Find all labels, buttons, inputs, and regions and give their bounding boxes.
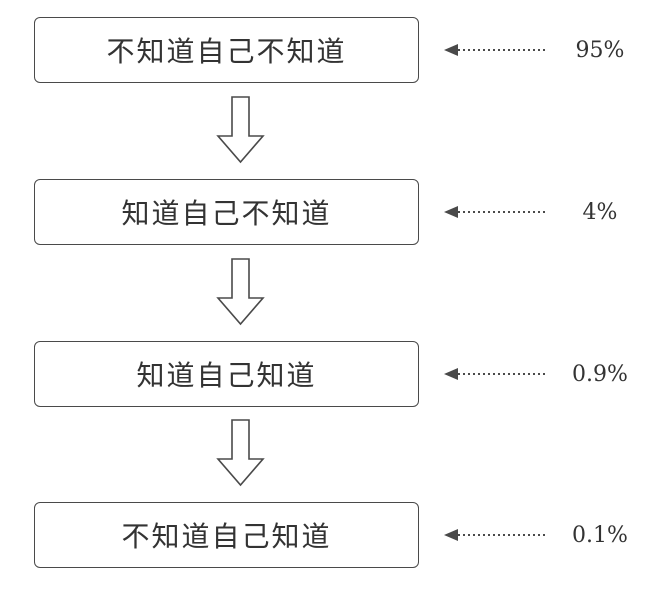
level-label: 不知道自己不知道: [106, 35, 347, 68]
level-label: 不知道自己知道: [121, 520, 332, 553]
level-box-conscious-incompetence: 知道自己不知道: [34, 179, 419, 245]
level-percent: 0.1%: [572, 522, 628, 548]
down-arrow-icon: [216, 96, 265, 164]
level-box-unconscious-incompetence: 不知道自己不知道: [34, 17, 419, 83]
dotted-pointer-arrow-icon: [444, 368, 545, 380]
level-box-unconscious-competence: 不知道自己知道: [34, 502, 419, 568]
dotted-pointer-arrow-icon: [444, 44, 545, 56]
level-percent: 95%: [575, 37, 625, 63]
level-label: 知道自己知道: [136, 359, 317, 392]
dotted-pointer-arrow-icon: [444, 206, 545, 218]
level-percent: 4%: [582, 199, 618, 225]
level-percent: 0.9%: [572, 361, 628, 387]
level-box-conscious-competence: 知道自己知道: [34, 341, 419, 407]
down-arrow-icon: [216, 419, 265, 487]
dotted-pointer-arrow-icon: [444, 529, 545, 541]
level-label: 知道自己不知道: [121, 197, 332, 230]
down-arrow-icon: [216, 258, 265, 326]
